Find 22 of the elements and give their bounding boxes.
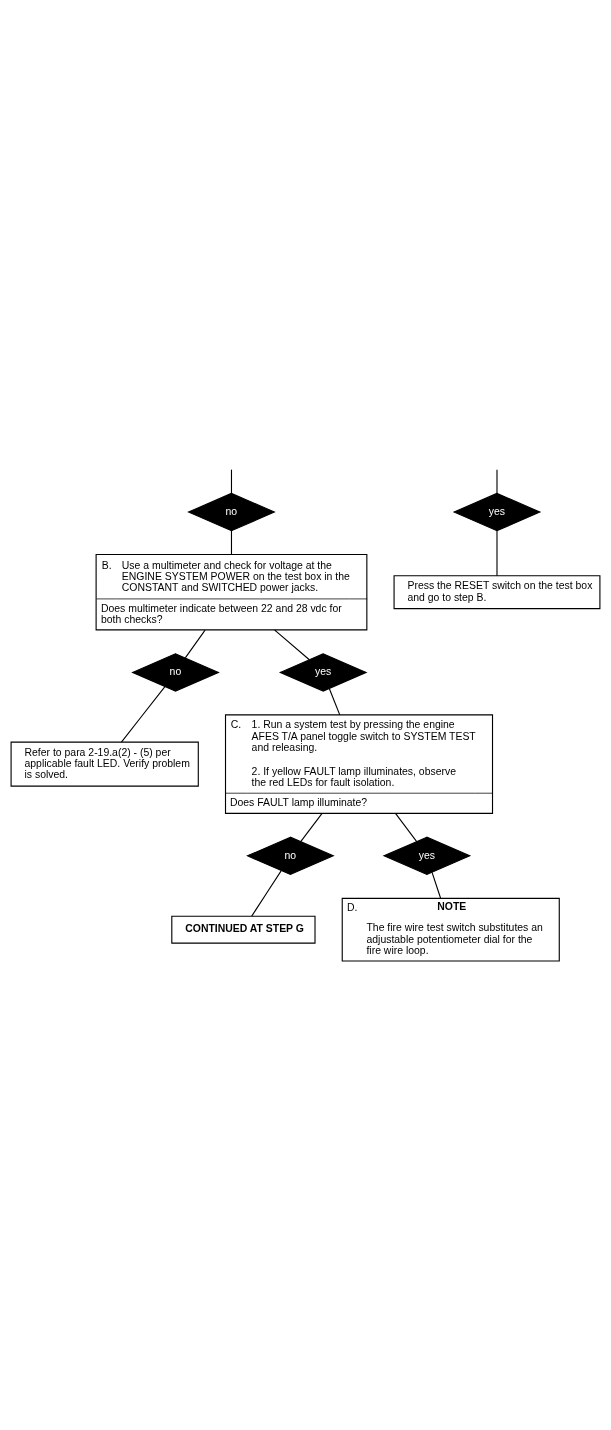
connector: [184, 629, 206, 659]
connector: [394, 812, 418, 843]
connector: [300, 812, 323, 843]
node-diamond: yes: [278, 653, 368, 692]
connector: [496, 530, 498, 577]
connector: [251, 870, 282, 917]
node-diamond: no: [187, 492, 276, 532]
node-diamond: yes: [382, 836, 472, 876]
connector: [230, 530, 233, 555]
node-box: CONTINUED AT STEP G: [171, 915, 316, 944]
connector: [496, 469, 498, 494]
connector: [431, 871, 442, 899]
node-box: Press the RESET switch on the test box and go to step B.: [393, 575, 601, 610]
node-diamond: yes: [452, 492, 542, 532]
node-diamond: no: [246, 836, 335, 876]
node-diamond: no: [131, 653, 220, 692]
connector: [328, 687, 341, 716]
connector: [274, 629, 310, 661]
node-box: D. NOTE The fire wire test switch substitutes an adjustable potentiometer dial for the fire wire loop.: [341, 897, 560, 962]
connector: [120, 686, 166, 743]
node-box: Refer to para 2-19.a(2) - (5) per applicable fault LED. Verify problem is solved.: [10, 741, 199, 787]
connector: [230, 469, 233, 494]
